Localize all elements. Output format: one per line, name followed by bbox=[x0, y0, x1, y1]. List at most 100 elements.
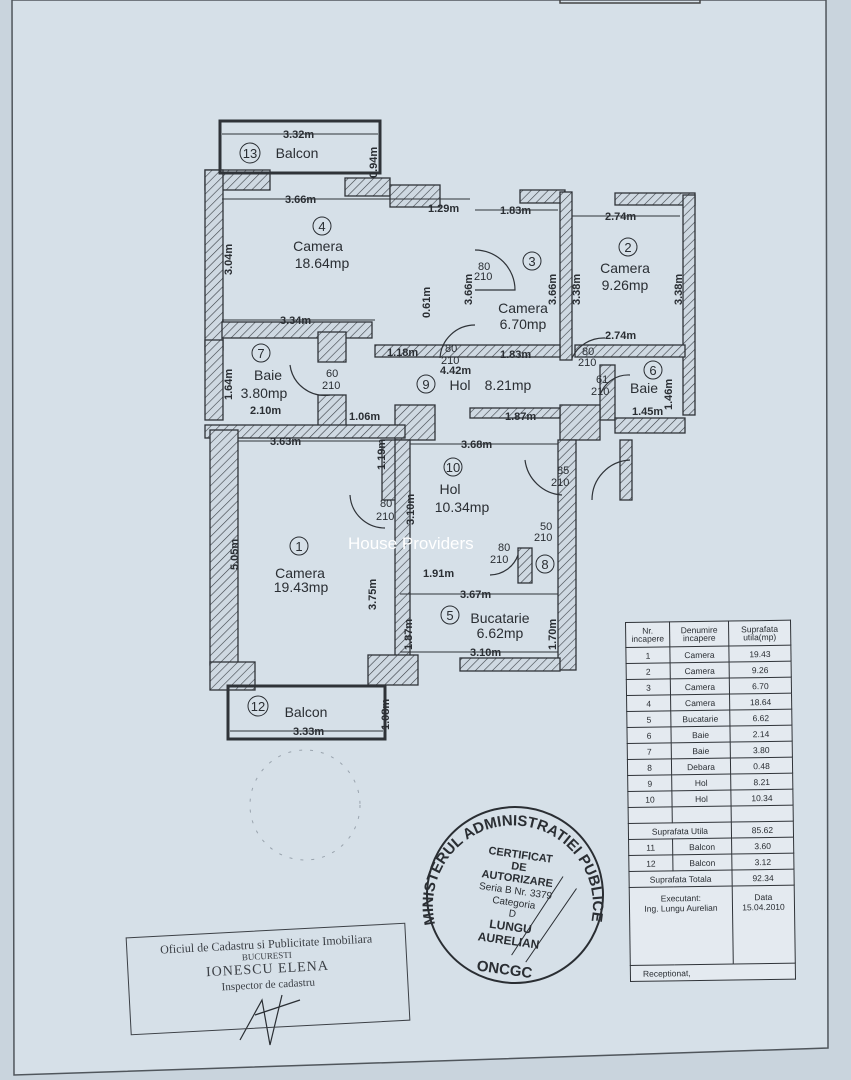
svg-text:210: 210 bbox=[322, 380, 340, 392]
room-2-label: 2 Camera 9.26mp bbox=[600, 237, 650, 293]
svg-text:10.34mp: 10.34mp bbox=[435, 499, 490, 515]
svg-text:3.33m: 3.33m bbox=[293, 726, 324, 738]
svg-text:3.10m: 3.10m bbox=[470, 647, 501, 659]
header-nr: Nr. incapere bbox=[625, 621, 670, 648]
cell-name: Hol bbox=[671, 774, 731, 791]
cell-name: Camera bbox=[669, 646, 730, 663]
faint-stamp-impression bbox=[249, 749, 361, 861]
svg-text:210: 210 bbox=[441, 355, 459, 367]
cell-nr: 8 bbox=[627, 758, 672, 776]
svg-text:0.61m: 0.61m bbox=[421, 287, 433, 318]
header-name: Denumire incapere bbox=[669, 621, 729, 647]
cell-area: 6.70 bbox=[729, 677, 792, 695]
svg-text:10: 10 bbox=[446, 460, 460, 475]
svg-text:8.21mp: 8.21mp bbox=[485, 377, 532, 393]
room-7-label: 7 Baie 3.80mp bbox=[241, 343, 288, 401]
cell-name: Bucatarie bbox=[670, 710, 730, 727]
cell-name: Baie bbox=[671, 742, 731, 759]
svg-text:DE: DE bbox=[510, 860, 527, 874]
svg-text:19.43mp: 19.43mp bbox=[274, 579, 329, 595]
svg-text:6: 6 bbox=[649, 363, 656, 378]
signature bbox=[239, 994, 301, 1046]
cell-name: Baie bbox=[671, 726, 731, 743]
svg-text:Balcon: Balcon bbox=[276, 145, 319, 161]
svg-text:3.66m: 3.66m bbox=[285, 194, 316, 206]
svg-text:1.29m: 1.29m bbox=[428, 203, 459, 215]
table-row-receptionat: Receptionat, bbox=[630, 963, 796, 982]
svg-text:210: 210 bbox=[376, 511, 394, 523]
svg-text:85: 85 bbox=[557, 465, 569, 477]
svg-text:3.63m: 3.63m bbox=[270, 436, 301, 448]
svg-text:Camera: Camera bbox=[600, 260, 650, 276]
svg-text:1.18m: 1.18m bbox=[387, 347, 418, 359]
room-5-label: 5 Bucatarie 6.62mp bbox=[440, 605, 530, 641]
cell-nr: 7 bbox=[627, 742, 672, 760]
svg-text:Baie: Baie bbox=[254, 367, 282, 383]
room-6-label: 6 Baie bbox=[630, 360, 663, 396]
cell-nr: 4 bbox=[626, 694, 671, 712]
svg-text:80: 80 bbox=[582, 346, 594, 358]
svg-text:2.10m: 2.10m bbox=[250, 405, 281, 417]
svg-text:9.26mp: 9.26mp bbox=[602, 277, 649, 293]
svg-text:3.38m: 3.38m bbox=[571, 274, 583, 305]
svg-text:80: 80 bbox=[445, 343, 457, 355]
svg-text:9: 9 bbox=[422, 377, 429, 392]
executant-name: Ing. Lungu Aurelian bbox=[644, 902, 718, 914]
cell-nr: 6 bbox=[626, 726, 672, 744]
svg-text:3.80mp: 3.80mp bbox=[241, 385, 288, 401]
svg-text:D: D bbox=[508, 908, 517, 920]
svg-text:3.04m: 3.04m bbox=[223, 244, 235, 275]
svg-text:80: 80 bbox=[498, 542, 510, 554]
top-frame-box bbox=[559, 0, 701, 4]
svg-text:210: 210 bbox=[474, 271, 492, 283]
svg-text:210: 210 bbox=[490, 554, 508, 566]
cell-area: 18.64 bbox=[729, 693, 792, 711]
svg-text:3.66m: 3.66m bbox=[463, 274, 475, 305]
svg-text:Balcon: Balcon bbox=[285, 704, 328, 720]
room-area-table: Nr. incapere Denumire incapere Suprafata… bbox=[625, 619, 797, 982]
svg-text:2: 2 bbox=[624, 240, 631, 255]
room-13-label: 13 Balcon bbox=[239, 142, 319, 164]
svg-text:2.74m: 2.74m bbox=[605, 211, 636, 223]
cadastre-inspector-stamp: Oficiul de Cadastru si Publicitate Imobi… bbox=[125, 922, 411, 1036]
svg-text:Hol: Hol bbox=[449, 377, 470, 393]
svg-text:7: 7 bbox=[257, 346, 264, 361]
cell-area: 8.21 bbox=[730, 773, 793, 791]
svg-text:1.06m: 1.06m bbox=[349, 411, 380, 423]
svg-text:3.67m: 3.67m bbox=[460, 589, 491, 601]
svg-text:210: 210 bbox=[578, 357, 596, 369]
cell-area: 19.43 bbox=[728, 645, 792, 663]
svg-text:4: 4 bbox=[318, 219, 325, 234]
room-labels: 1 Camera 19.43mp 2 Camera 9.26mp 3 Camer… bbox=[239, 142, 663, 720]
room-10-label: 10 Hol 10.34mp bbox=[435, 457, 490, 515]
watermark: House Providers bbox=[348, 534, 474, 553]
cell-name: Camera bbox=[670, 694, 730, 711]
balcony-13-outline bbox=[218, 119, 382, 175]
cell-area: 6.62 bbox=[729, 709, 792, 727]
cell-area: 10.34 bbox=[730, 789, 794, 807]
svg-text:5: 5 bbox=[446, 608, 453, 623]
svg-text:3.68m: 3.68m bbox=[461, 439, 492, 451]
date-value: 15.04.2010 bbox=[742, 901, 785, 913]
room-3-label: 3 Camera 6.70mp bbox=[498, 251, 548, 332]
svg-text:3: 3 bbox=[528, 254, 535, 269]
svg-text:1: 1 bbox=[295, 539, 302, 554]
svg-text:4.42m: 4.42m bbox=[440, 365, 471, 377]
door-swings bbox=[289, 249, 631, 576]
svg-text:18.64mp: 18.64mp bbox=[295, 255, 350, 271]
svg-text:Camera: Camera bbox=[293, 238, 343, 254]
svg-text:1.87m: 1.87m bbox=[505, 411, 536, 423]
svg-text:61: 61 bbox=[596, 374, 608, 386]
svg-text:3.66m: 3.66m bbox=[547, 274, 559, 305]
header-area: Suprafata utila(mp) bbox=[728, 620, 791, 647]
cell-area: 9.26 bbox=[729, 661, 792, 679]
svg-text:0.94m: 0.94m bbox=[368, 147, 380, 178]
cell-nr: 2 bbox=[626, 662, 671, 680]
svg-text:210: 210 bbox=[591, 386, 609, 398]
cell-name: Debara bbox=[671, 758, 731, 775]
svg-text:6.62mp: 6.62mp bbox=[477, 625, 524, 641]
svg-text:Camera: Camera bbox=[275, 565, 325, 581]
svg-text:LUNGU: LUNGU bbox=[488, 917, 532, 937]
